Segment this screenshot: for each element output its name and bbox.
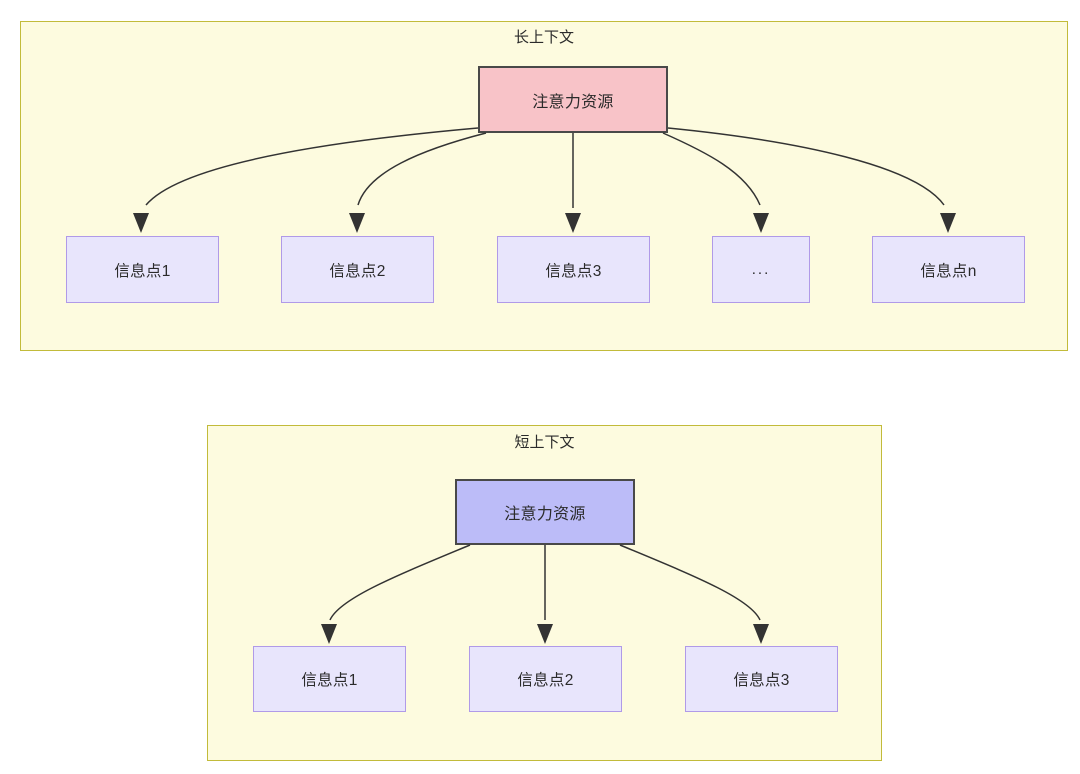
long-context-leaf-1: 信息点1 [66, 236, 219, 303]
long-context-leaf-ellipsis: ... [712, 236, 810, 303]
short-context-leaf-1: 信息点1 [253, 646, 406, 712]
panel-long-context-title: 长上下文 [513, 29, 574, 46]
long-context-leaf-2: 信息点2 [281, 236, 434, 303]
short-context-root-node: 注意力资源 [455, 479, 635, 545]
long-context-root-node: 注意力资源 [478, 66, 668, 133]
short-context-leaf-3: 信息点3 [685, 646, 838, 712]
panel-short-context-title: 短上下文 [514, 434, 575, 451]
long-context-leaf-n: 信息点n [872, 236, 1025, 303]
short-context-leaf-2: 信息点2 [469, 646, 622, 712]
long-context-leaf-3: 信息点3 [497, 236, 650, 303]
